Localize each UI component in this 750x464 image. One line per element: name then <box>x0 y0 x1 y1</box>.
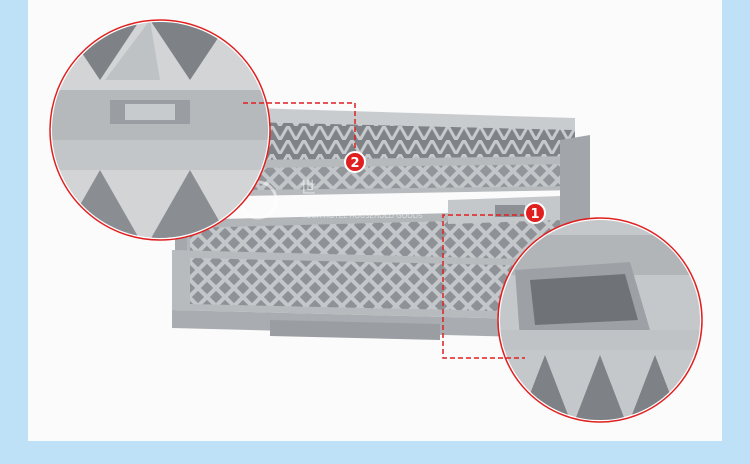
frame-border-bottom <box>0 441 750 464</box>
watermark-cn-text: 世 <box>300 178 316 197</box>
zoom-callout-left <box>49 19 271 241</box>
callout-number-2: 2 <box>350 156 359 171</box>
callout-lines <box>243 102 525 359</box>
rack-stack <box>172 108 590 340</box>
watermark-en-text: YOUR HOTEL HOUSEHOLD GOODS <box>301 212 423 220</box>
zoom-callout-right <box>497 217 703 423</box>
frame-border-left <box>0 0 28 464</box>
callout-marker-1: 1 <box>524 202 546 224</box>
callout-marker-2: 2 <box>344 151 366 173</box>
frame-border-right <box>722 0 750 464</box>
callout-number-1: 1 <box>530 207 539 222</box>
